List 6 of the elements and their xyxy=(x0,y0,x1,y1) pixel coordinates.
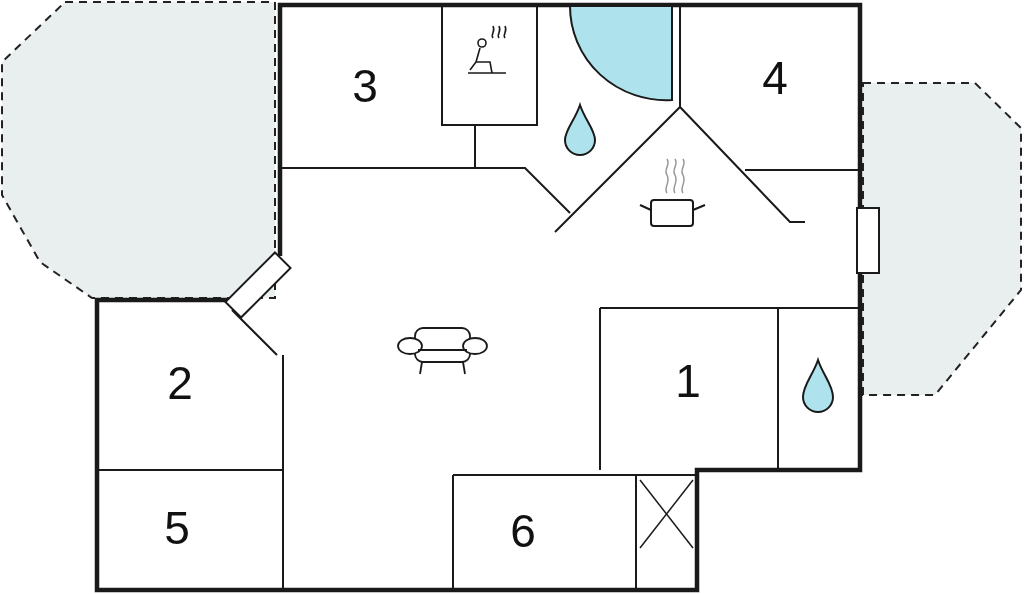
room-number: 5 xyxy=(164,505,190,551)
room-number: 6 xyxy=(510,508,536,554)
room-number: 2 xyxy=(167,360,193,406)
room-number: 4 xyxy=(762,55,788,101)
room-number: 3 xyxy=(352,63,378,109)
room-number: 1 xyxy=(675,358,701,404)
